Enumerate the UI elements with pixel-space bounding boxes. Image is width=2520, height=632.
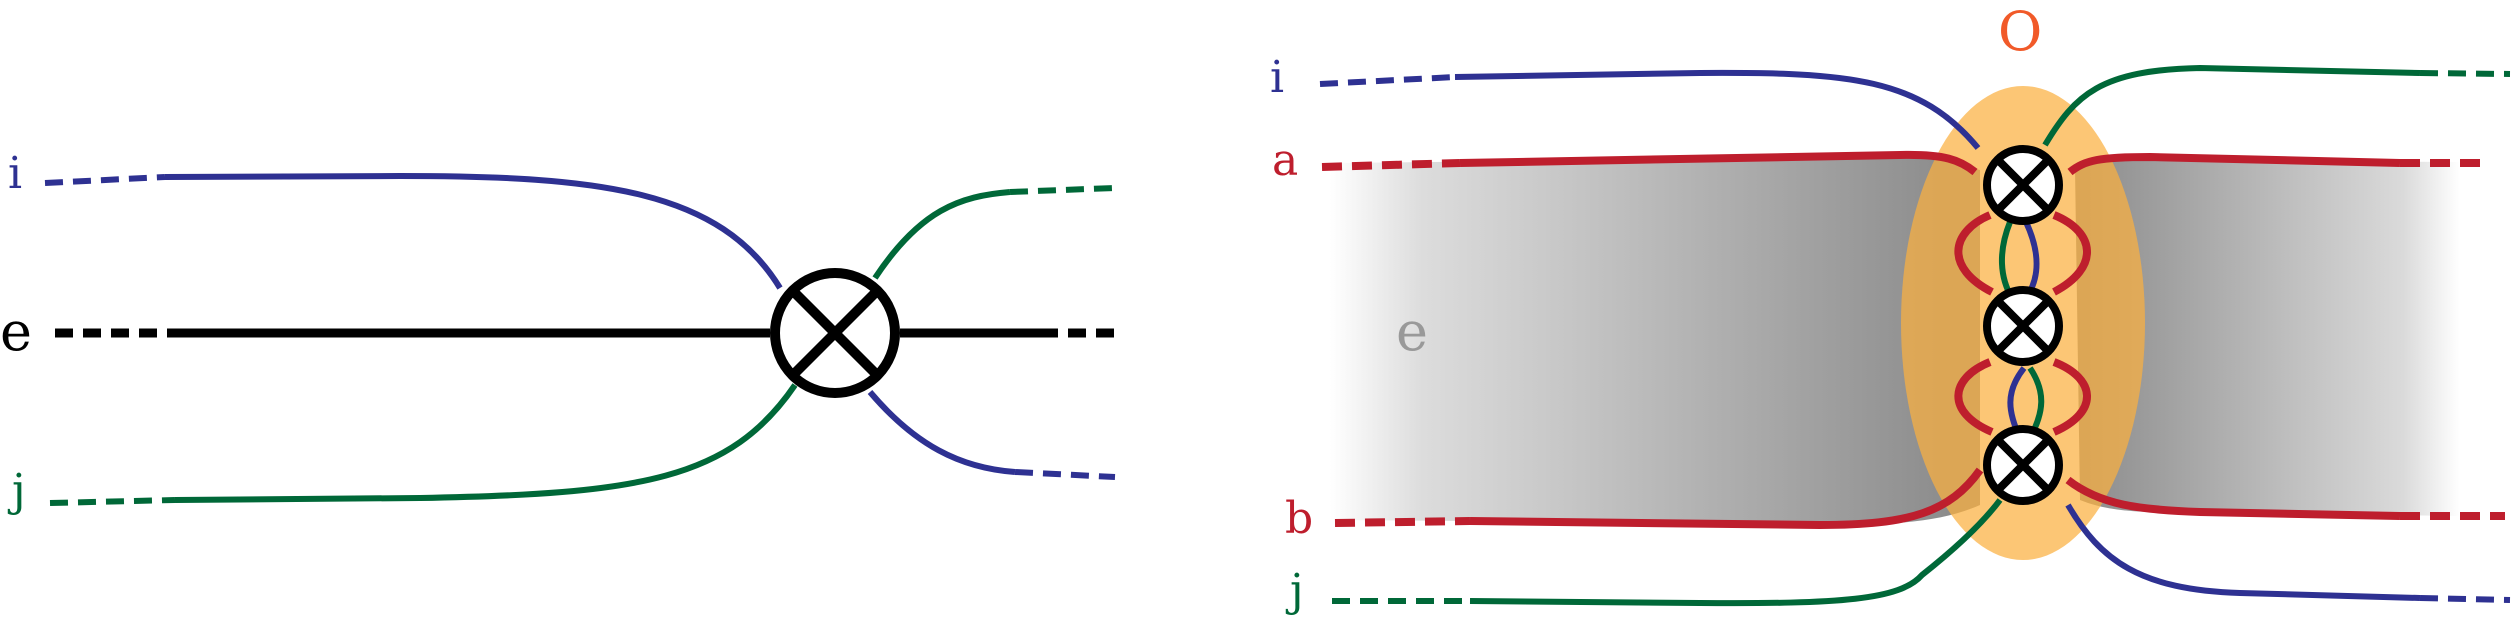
left-line-j-dashes <box>49 497 176 506</box>
right-line-b-dashes <box>1334 517 1471 527</box>
right-line-a-dashes <box>1321 159 1461 171</box>
right-label-O: O <box>1998 0 2042 63</box>
right-line-a-out <box>2067 152 2401 176</box>
right-line-i-dashes <box>1319 74 1456 87</box>
right-line-j-in <box>1469 498 2003 607</box>
right-red-loop-2 <box>1954 358 2091 436</box>
right-band-e <box>1330 157 2460 524</box>
right-red-loop-1 <box>1954 211 2091 296</box>
left-vertex-icon <box>770 268 900 398</box>
right-red-loops <box>1954 211 2091 436</box>
left-line-j-out-dashes <box>1009 185 1116 195</box>
right-band-e-right <box>2075 160 2460 516</box>
right-line-i-out <box>2065 503 2421 601</box>
left-line-i <box>44 172 1116 480</box>
right-line-b-in <box>1469 467 1984 530</box>
left-line-i-dashes <box>44 174 166 186</box>
right-line-a-in <box>1459 150 1978 176</box>
right-line-j-out <box>2042 64 2421 147</box>
right-line-b <box>1334 467 2505 530</box>
left-diagram: i e j <box>0 148 1116 516</box>
right-label-a: a <box>1272 135 1298 186</box>
right-label-e: e <box>1396 300 1428 363</box>
right-line-b-out <box>2065 476 2401 520</box>
right-line-j-out-dashes <box>2419 70 2511 77</box>
right-label-i: i <box>1270 52 1284 103</box>
right-line-i-out-dashes <box>2419 595 2511 603</box>
left-line-i-out <box>867 390 1016 475</box>
left-label-e: e <box>0 300 32 363</box>
right-line-i-in <box>1454 69 1981 150</box>
left-line-j <box>49 185 1116 506</box>
right-vertex-icon-3 <box>1983 425 2063 505</box>
right-label-j: j <box>1285 565 1304 616</box>
right-vertex-icon-1 <box>1983 145 2063 225</box>
left-label-i: i <box>8 148 22 199</box>
left-line-j-out <box>872 189 1011 280</box>
left-line-i-out-dashes <box>1014 469 1116 480</box>
left-line-i-solid <box>164 172 783 290</box>
right-line-a <box>1321 150 2490 176</box>
right-label-b: b <box>1285 493 1313 544</box>
right-band-e-left <box>1330 157 1980 524</box>
right-diagram: O i a e b j <box>1270 0 2511 616</box>
left-line-j-solid <box>174 383 798 503</box>
left-label-j: j <box>7 465 26 516</box>
right-vertex-icon-2 <box>1983 286 2063 366</box>
